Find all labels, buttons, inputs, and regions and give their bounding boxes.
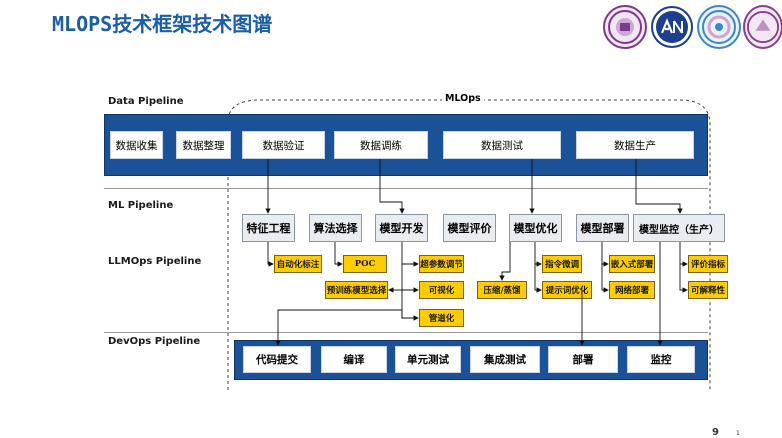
data-box-production: 数据生产 <box>576 131 694 159</box>
separator-ml <box>104 188 708 189</box>
llm-box-hyperparam: 超参数调节 <box>419 255 464 273</box>
mlops-label: MLOps <box>442 93 484 104</box>
devops-box-unit-test: 单元测试 <box>395 346 461 373</box>
university-seal-icon <box>603 5 647 49</box>
llm-box-pipeline: 管道化 <box>419 309 464 327</box>
ml-box-develop: 模型开发 <box>375 214 428 242</box>
ml-box-monitor: 模型监控（生产） <box>633 214 725 242</box>
data-box-validate: 数据验证 <box>242 131 325 159</box>
page-title: MLOPS技术框架技术图谱 <box>52 12 273 36</box>
llm-box-explainability: 可解释性 <box>688 281 728 299</box>
separator-devops <box>104 332 708 333</box>
devops-pipeline-label: DevOps Pipeline <box>108 336 201 347</box>
ml-box-deploy: 模型部署 <box>576 214 629 242</box>
llm-box-instruct-tune: 指令微调 <box>542 255 582 273</box>
devops-box-commit: 代码提交 <box>243 346 311 373</box>
page-number: 9 <box>712 427 719 438</box>
llm-box-poc: POC <box>343 255 387 273</box>
llm-box-embed-deploy: 嵌入式部署 <box>609 255 655 273</box>
data-box-test: 数据测试 <box>443 131 561 159</box>
llm-box-compress: 压缩/蒸馏 <box>477 281 527 299</box>
university-crest-icon <box>743 5 782 49</box>
page-sub-number: 1 <box>736 430 740 437</box>
llm-box-auto-label: 自动化标注 <box>274 255 322 273</box>
llm-box-eval-metric: 评价指标 <box>688 255 728 273</box>
devops-box-monitor: 监控 <box>627 346 695 373</box>
devops-box-compile: 编译 <box>321 346 387 373</box>
llmops-pipeline-label: LLMOps Pipeline <box>108 256 202 267</box>
ml-box-optimize: 模型优化 <box>509 214 562 242</box>
university-emblem-icon <box>697 5 741 49</box>
ml-box-algorithm: 算法选择 <box>309 214 362 242</box>
ml-pipeline-label: ML Pipeline <box>108 200 174 211</box>
data-box-organize: 数据整理 <box>176 131 231 159</box>
data-pipeline-label: Data Pipeline <box>108 96 184 107</box>
devops-box-integration-test: 集成测试 <box>470 346 540 373</box>
ml-box-evaluate: 模型评价 <box>443 214 496 242</box>
data-box-train: 数据调练 <box>334 131 428 159</box>
devops-box-deploy: 部署 <box>548 346 618 373</box>
llm-box-prompt-opt: 提示词优化 <box>542 281 592 299</box>
llm-box-pretrain-select: 预训练模型选择 <box>325 281 388 299</box>
nai-logo-icon <box>651 6 693 48</box>
data-box-collect: 数据收集 <box>110 131 163 159</box>
llm-box-visualize: 可视化 <box>419 281 464 299</box>
llm-box-network-deploy: 网络部署 <box>609 281 655 299</box>
ml-box-feature: 特征工程 <box>242 214 295 242</box>
